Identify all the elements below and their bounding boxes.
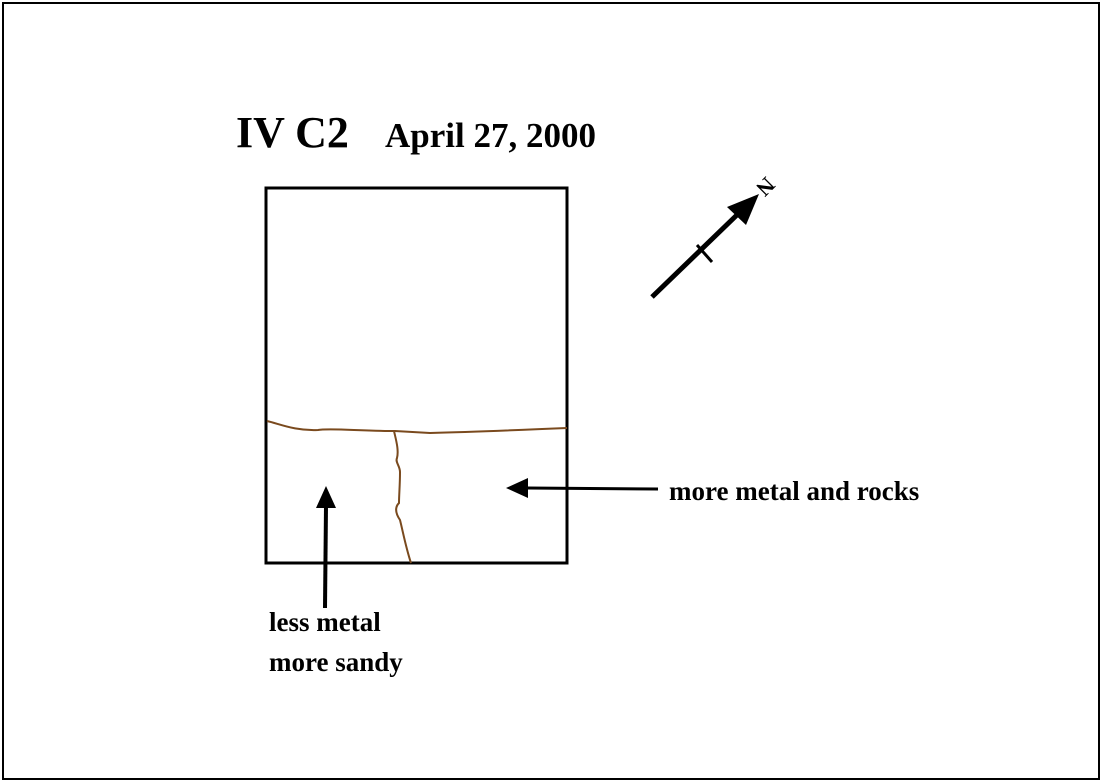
horizontal-soil-boundary — [266, 420, 568, 435]
date-title: April 27, 2000 — [385, 116, 596, 155]
more-metal-label: more metal and rocks — [669, 476, 920, 506]
north-arrow-icon — [650, 194, 759, 299]
unit-outline — [264, 186, 569, 565]
more-sandy-label: more sandy — [269, 647, 403, 677]
up-arrow — [316, 486, 336, 609]
less-metal-label: less metal — [269, 607, 381, 637]
vertical-soil-boundary — [393, 430, 412, 564]
unit-title: IV C2 — [236, 108, 349, 157]
left-arrow — [506, 478, 659, 498]
